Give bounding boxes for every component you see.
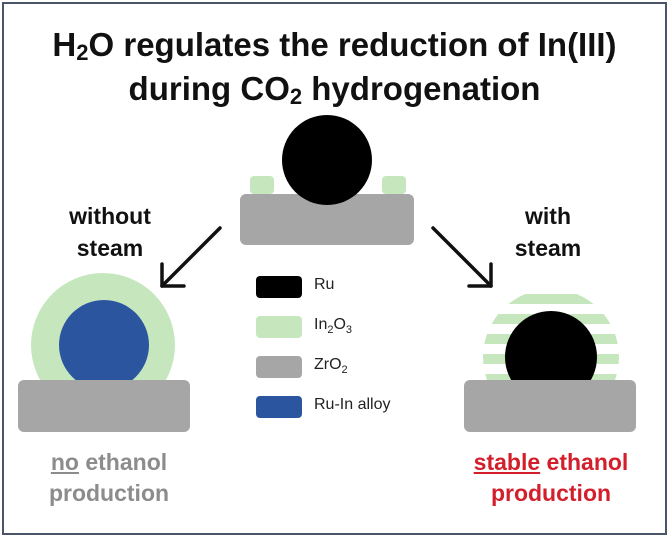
legend-label-ru-in: Ru-In alloy (314, 396, 391, 413)
title-line-2: during CO2 hydrogenation (128, 70, 541, 109)
legend-label-ru: Ru (314, 276, 335, 293)
label-with-steam: with steam (514, 203, 582, 261)
legend-swatch-ru (256, 276, 302, 298)
ru-particle-top (282, 115, 372, 205)
legend-label-in2o3: In2O3 (314, 316, 353, 337)
zro2-support-top (240, 194, 414, 245)
initial-catalyst (240, 115, 414, 245)
catalyst-with-steam (464, 294, 636, 432)
legend-swatch-ru-in (256, 396, 302, 418)
label-without-steam: without steam (69, 203, 151, 261)
outcome-without-steam: no ethanol production (48, 449, 170, 506)
legend-label-zro2: ZrO2 (314, 356, 348, 377)
arrow-left (160, 226, 222, 288)
zro2-support-right (464, 380, 636, 432)
outcome-with-steam: stable ethanol production (473, 449, 629, 506)
ru-in-alloy-particle (59, 300, 149, 390)
in2o3-patch-right (382, 176, 406, 194)
arrow-right (431, 226, 493, 288)
zro2-support-left (18, 380, 190, 432)
title-line-1: H2O regulates the reduction of In(III) (52, 26, 617, 65)
catalyst-without-steam (18, 273, 190, 432)
legend-swatch-zro2 (256, 356, 302, 378)
legend-swatch-in2o3 (256, 316, 302, 338)
in2o3-patch-left (250, 176, 274, 194)
